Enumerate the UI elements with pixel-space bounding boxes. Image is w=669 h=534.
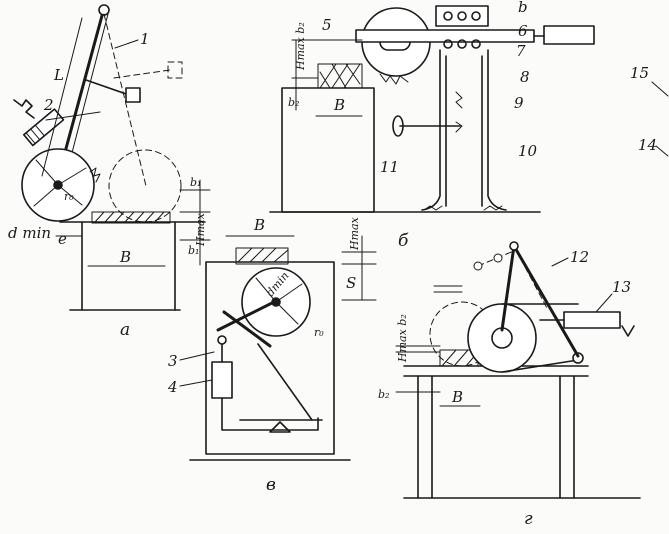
panel-v: B Hmax S dmin r₀ 3 4 в bbox=[167, 216, 377, 495]
pivot-a bbox=[98, 4, 110, 16]
frame-v bbox=[205, 261, 335, 455]
label-hmax-v: Hmax bbox=[348, 216, 361, 251]
label-b: b bbox=[518, 0, 528, 16]
label-hmax-a: Hmax bbox=[194, 212, 207, 247]
label-5: 5 bbox=[322, 16, 332, 34]
weight-a bbox=[125, 87, 141, 103]
panel-g: Hmax b₂ b₂ B 12 13 г bbox=[378, 241, 641, 529]
label-6: 6 bbox=[518, 22, 528, 40]
label-2: 2 bbox=[43, 96, 54, 114]
label-r0-v: r₀ bbox=[314, 326, 324, 339]
workpiece-v bbox=[235, 247, 289, 265]
panel-right-fragment: 15 14 bbox=[630, 64, 669, 157]
label-B-b: B bbox=[333, 96, 345, 114]
label-B-a: B bbox=[119, 248, 131, 266]
caption-b: б bbox=[398, 231, 409, 251]
label-12: 12 bbox=[570, 248, 589, 266]
label-14: 14 bbox=[638, 136, 657, 154]
cylinder-a bbox=[23, 108, 65, 147]
support-v bbox=[269, 421, 291, 433]
column-b bbox=[421, 49, 507, 211]
label-7: 7 bbox=[516, 42, 526, 60]
label-hmaxb2-g: Hmax b₂ bbox=[396, 314, 409, 363]
workpiece-a bbox=[91, 211, 171, 224]
workpiece-b bbox=[317, 63, 363, 89]
caption-a: а bbox=[120, 320, 130, 340]
beam-b bbox=[355, 29, 535, 43]
label-hmaxb2-b: Hmax b₂ bbox=[294, 22, 307, 71]
label-b1-a: b₁ bbox=[190, 176, 201, 189]
label-b2-g: b₂ bbox=[378, 388, 389, 401]
table-g bbox=[417, 375, 575, 499]
table-a bbox=[81, 221, 176, 311]
label-9: 9 bbox=[514, 94, 524, 112]
bearing-block bbox=[435, 5, 489, 27]
label-13: 13 bbox=[612, 278, 631, 296]
label-dmin: d min bbox=[8, 224, 51, 242]
label-8: 8 bbox=[520, 68, 530, 86]
cylinder-v bbox=[211, 361, 233, 399]
caption-g: г bbox=[524, 509, 533, 529]
label-11: 11 bbox=[380, 158, 399, 176]
label-e: e bbox=[58, 230, 67, 248]
label-3: 3 bbox=[168, 352, 178, 370]
cylinder-g bbox=[563, 311, 621, 329]
label-b2-b: b₂ bbox=[288, 96, 299, 109]
handwheel-11 bbox=[392, 115, 404, 137]
panel-a: 1 L 2 d min r₀ e B b₁ b₁ Hmax а bbox=[8, 4, 211, 340]
cylinder-b bbox=[543, 25, 595, 45]
label-1: 1 bbox=[140, 30, 150, 48]
label-S: S bbox=[346, 274, 356, 292]
label-10: 10 bbox=[518, 142, 538, 160]
label-L: L bbox=[53, 66, 64, 84]
label-15: 15 bbox=[630, 64, 649, 82]
label-B-g: B bbox=[451, 388, 463, 406]
link-12 bbox=[512, 244, 580, 358]
label-B-v: B bbox=[253, 216, 265, 234]
saw-alt-position bbox=[108, 149, 182, 223]
panel-b: Hmax b₂ b₂ B 5 b 6 7 8 9 10 11 б bbox=[269, 0, 595, 251]
label-b1-a2: b₁ bbox=[188, 244, 199, 257]
caption-v: в bbox=[266, 475, 276, 495]
label-4: 4 bbox=[167, 378, 178, 396]
label-r0-a: r₀ bbox=[64, 190, 74, 203]
